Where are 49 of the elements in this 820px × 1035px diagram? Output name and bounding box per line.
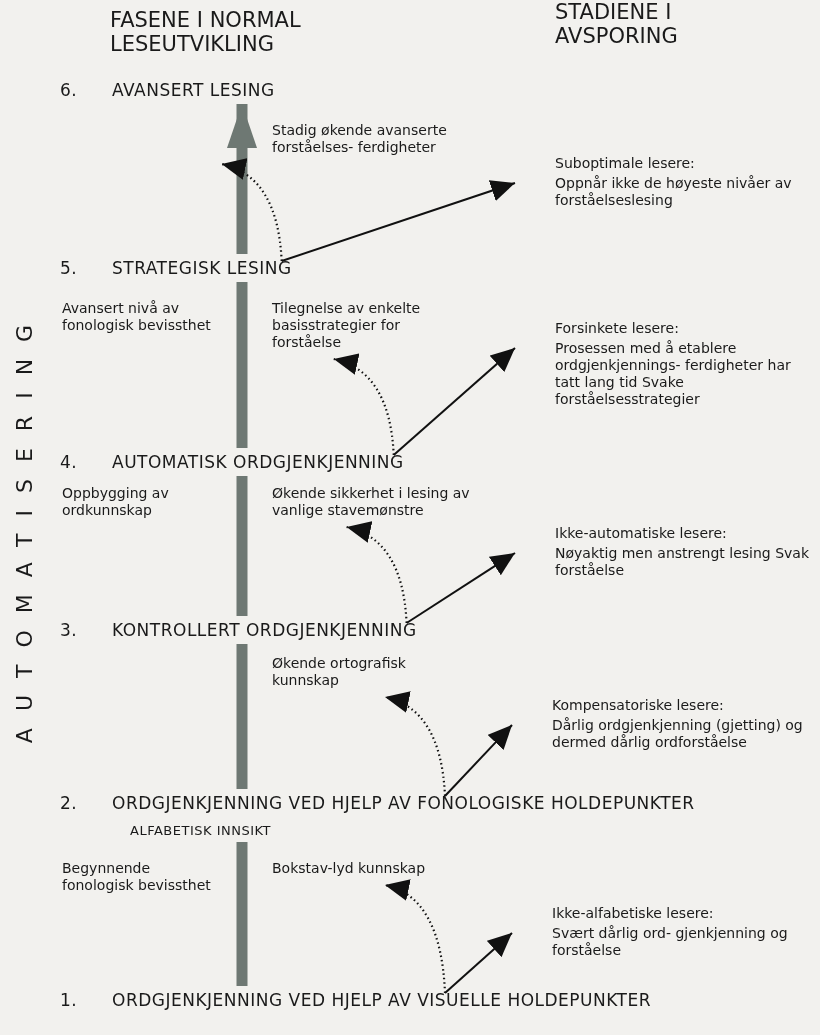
progress-bar bbox=[236, 476, 248, 616]
arrow bbox=[444, 724, 513, 797]
reader-type-heading: Ikke-alfabetiske lesere: bbox=[552, 905, 715, 921]
vertical-label: AUTOMATISERING bbox=[11, 307, 37, 743]
progress-arrow bbox=[227, 104, 257, 254]
arrow bbox=[280, 180, 516, 262]
dotted-arrow bbox=[346, 522, 408, 624]
stage-title: STRATEGISK LESING bbox=[112, 258, 292, 278]
reader-type-heading: Suboptimale lesere: bbox=[555, 155, 696, 171]
description-text: Prosessen med å etablere ordgjenkjennings- ferdigheter har tatt lang tid Svake forståelsesstrategier bbox=[555, 340, 792, 408]
dotted-arrow bbox=[384, 692, 447, 797]
description-text: Oppbygging av ordkunnskap bbox=[62, 485, 222, 519]
description-text: Økende sikkerhet i lesing av vanlige stavemønstre bbox=[272, 485, 472, 519]
description-text: Oppnår ikke de høyeste nivåer av forståelseslesing bbox=[555, 175, 793, 209]
stage-note: ALFABETISK INNSIKT bbox=[130, 823, 272, 838]
stage-title: KONTROLLERT ORDGJENKJENNING bbox=[112, 620, 417, 640]
arrow bbox=[444, 932, 513, 994]
description-text: Begynnende fonologisk bevissthet bbox=[62, 860, 222, 894]
stage-number: 1. bbox=[60, 990, 79, 1010]
stage-number: 6. bbox=[60, 80, 79, 100]
description-text: Nøyaktig men anstrengt lesing Svak forståelse bbox=[555, 545, 811, 579]
description-text: Svært dårlig ord- gjenkjenning og forståelse bbox=[552, 925, 789, 959]
reader-type-heading: Kompensatoriske lesere: bbox=[552, 697, 725, 713]
reader-type-heading: Ikke-automatiske lesere: bbox=[555, 525, 728, 541]
stage-number: 2. bbox=[60, 793, 79, 813]
description-text: Stadig økende avanserte forståelses- ferdigheter bbox=[272, 122, 472, 156]
description-text: Dårlig ordgjenkjenning (gjetting) og dermed dårlig ordforståelse bbox=[552, 717, 804, 751]
stage-title: AVANSERT LESING bbox=[112, 80, 275, 100]
stage-title: ORDGJENKJENNING VED HJELP AV VISUELLE HOLDEPUNKTER bbox=[112, 990, 652, 1010]
dotted-arrow bbox=[333, 354, 395, 456]
description-text: Økende ortografisk kunnskap bbox=[272, 655, 452, 689]
progress-bar bbox=[236, 644, 248, 789]
dotted-arrow bbox=[384, 881, 447, 994]
reader-type-heading: Forsinkete lesere: bbox=[555, 320, 680, 336]
stage-title: AUTOMATISK ORDGJENKJENNING bbox=[112, 452, 404, 472]
dotted-arrow bbox=[221, 159, 283, 262]
stage-title: ORDGJENKJENNING VED HJELP AV FONOLOGISKE HOLDEPUNKTER bbox=[112, 793, 695, 813]
arrow bbox=[405, 552, 516, 624]
description-text: Avansert nivå av fonologisk bevissthet bbox=[62, 300, 222, 334]
arrow bbox=[392, 347, 516, 456]
progress-bar bbox=[236, 842, 248, 986]
description-text: Bokstav-lyd kunnskap bbox=[272, 860, 452, 877]
stage-number: 5. bbox=[60, 258, 79, 278]
stage-number: 3. bbox=[60, 620, 79, 640]
stage-number: 4. bbox=[60, 452, 79, 472]
description-text: Tilegnelse av enkelte basisstrategier for forståelse bbox=[272, 300, 472, 351]
progress-bar bbox=[236, 282, 248, 448]
column-heading: STADIENE I AVSPORING bbox=[555, 0, 679, 48]
column-heading: FASENE I NORMAL LESEUTVIKLING bbox=[110, 8, 302, 56]
